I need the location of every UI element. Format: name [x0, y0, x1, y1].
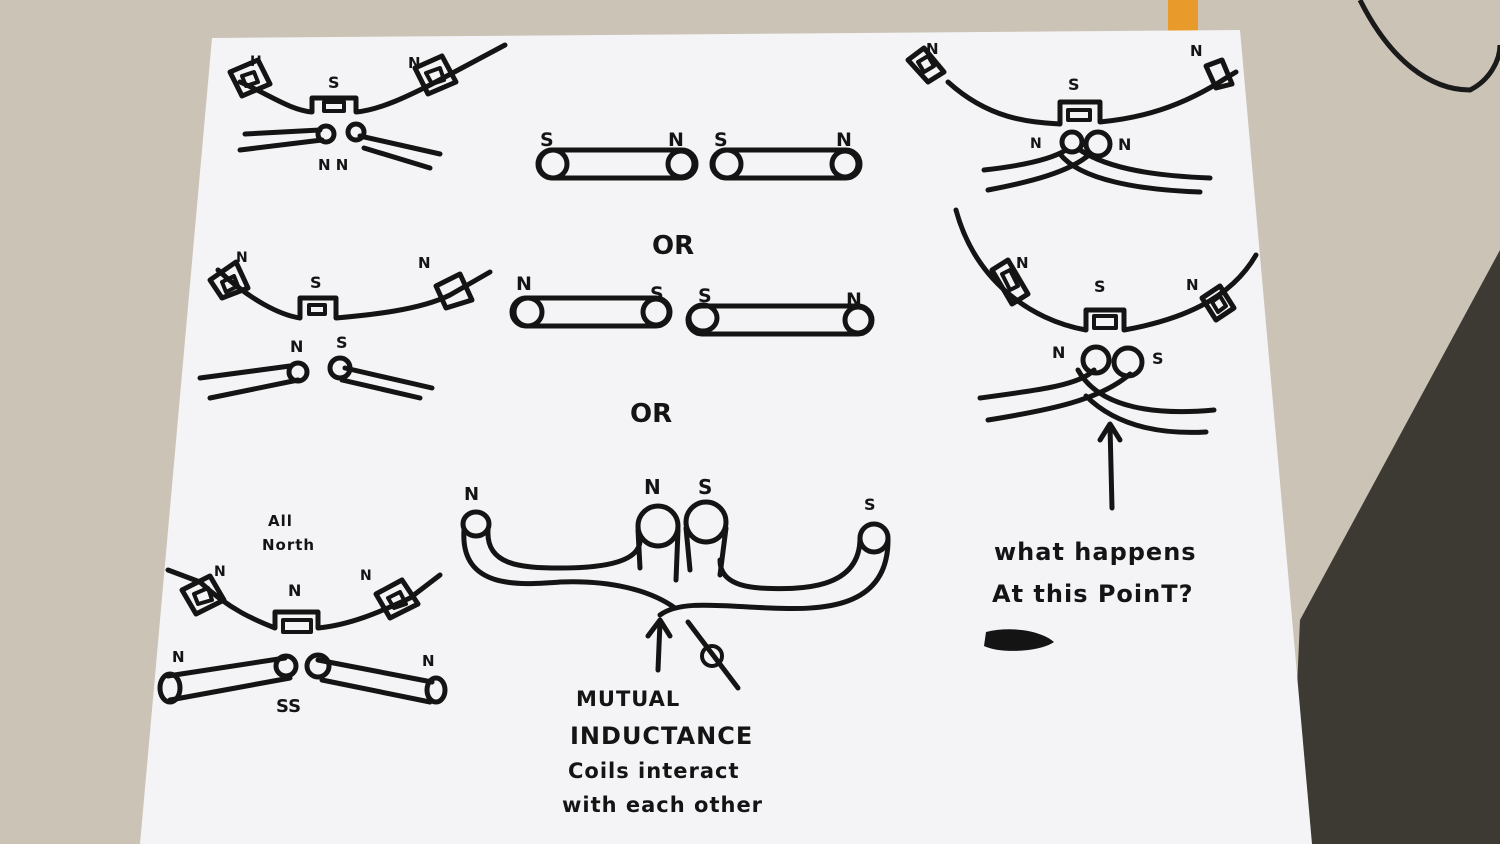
annotation-coils-interact: Coils interact	[568, 759, 740, 783]
coil-pair-top: S N S N	[535, 129, 863, 181]
label-s: S	[650, 283, 664, 305]
label-n: N	[1186, 276, 1199, 294]
label-n: N	[1190, 42, 1203, 60]
annotation-mutual: MUTUAL	[576, 687, 680, 711]
cable	[1357, 0, 1500, 93]
pencil	[1168, 0, 1198, 32]
label-s: S	[714, 129, 728, 151]
label-n: N	[1052, 343, 1065, 362]
label-n: N	[1030, 136, 1042, 152]
label-nn: N N	[318, 156, 348, 174]
label-s: S	[1094, 277, 1106, 296]
label-n: N	[236, 250, 248, 266]
diagram-bottom-left: All North N N N N N SS	[157, 512, 448, 717]
label-s: S	[698, 475, 712, 499]
label-n: N	[644, 475, 661, 499]
label-n: N	[214, 564, 226, 580]
label-n: N	[846, 289, 862, 311]
label-n: N	[418, 254, 431, 272]
label-n: N	[836, 129, 852, 151]
label-n: N	[516, 273, 532, 295]
label-n: N	[172, 648, 185, 666]
label-s: S	[540, 129, 554, 151]
label-s: S	[336, 333, 348, 352]
label-h: H	[250, 54, 262, 70]
label-n: N	[1016, 254, 1029, 272]
label-s: S	[1152, 349, 1164, 368]
label-n: N	[1118, 135, 1131, 154]
label-s: S	[698, 285, 712, 307]
label-n: N	[926, 40, 939, 58]
annotation-with-each-other: with each other	[562, 793, 763, 817]
label-n: N	[408, 54, 421, 72]
diagram-top-right: N N S N N	[905, 40, 1239, 195]
label-north: North	[262, 536, 315, 554]
annotation-inductance: INDUCTANCE	[570, 722, 753, 750]
coil-pair-middle: N S S N	[509, 273, 875, 337]
or-divider-2: OR	[630, 399, 672, 429]
arrow-mutual-inductance	[645, 617, 741, 691]
annotation-at-this-point: At this PoinT?	[992, 580, 1194, 608]
label-n: N	[360, 568, 372, 584]
label-ss: SS	[276, 696, 301, 717]
label-all: All	[268, 512, 293, 530]
or-divider-1: OR	[652, 231, 694, 261]
label-n: N	[288, 581, 301, 600]
carpet-area	[1290, 250, 1500, 844]
label-n: N	[290, 337, 303, 356]
annotation-what-happens: what happens	[994, 538, 1197, 566]
label-s: S	[328, 73, 340, 92]
label-s: S	[1068, 75, 1080, 94]
label-n: N	[668, 129, 684, 151]
coil-pair-bottom: N N S S	[460, 475, 891, 618]
diagram-middle-left: N N S N S	[197, 250, 493, 401]
label-s: S	[864, 495, 876, 514]
diagram-top-left: H N S N N	[227, 42, 508, 174]
label-s: S	[310, 273, 322, 292]
label-n: N	[464, 484, 479, 505]
diagram-middle-right: N N S N S	[953, 207, 1259, 511]
scribble-mark	[984, 629, 1054, 651]
label-n: N	[422, 652, 435, 670]
